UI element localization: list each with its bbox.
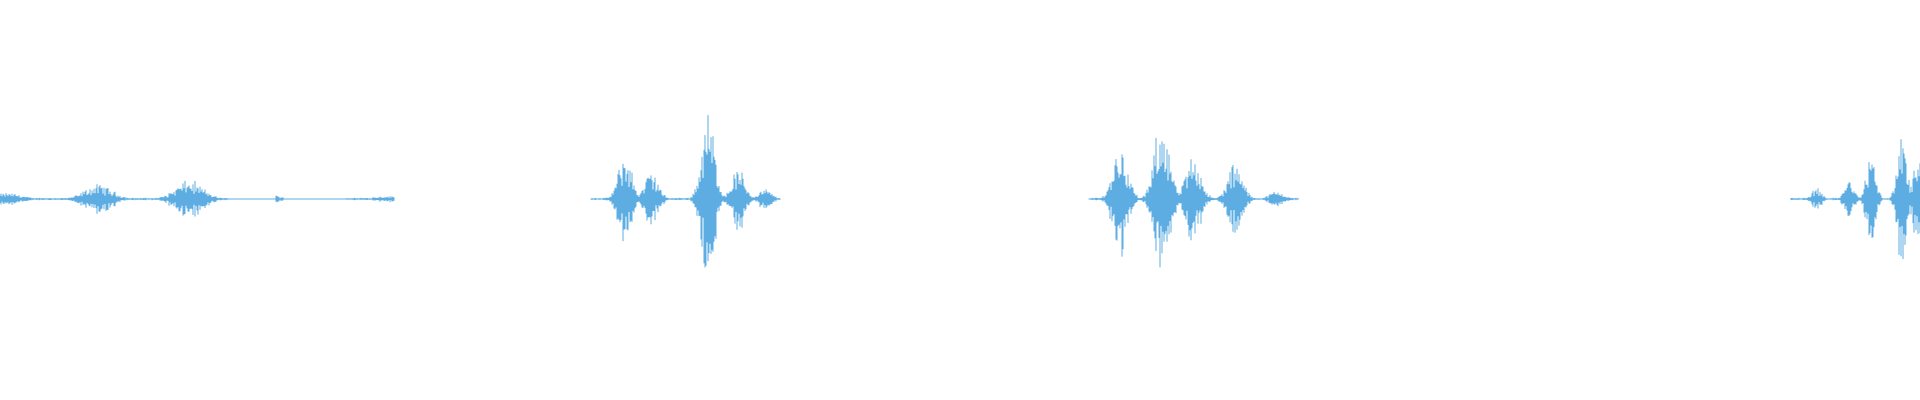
waveform-clip-1[interactable] <box>0 180 395 217</box>
waveform-samples <box>1790 139 1920 259</box>
waveform-samples <box>590 115 781 268</box>
waveform-samples <box>1088 137 1299 268</box>
waveform-clip-4[interactable] <box>1790 139 1920 259</box>
waveform-clip-2[interactable] <box>590 115 781 268</box>
waveform-clip-3[interactable] <box>1088 137 1299 268</box>
